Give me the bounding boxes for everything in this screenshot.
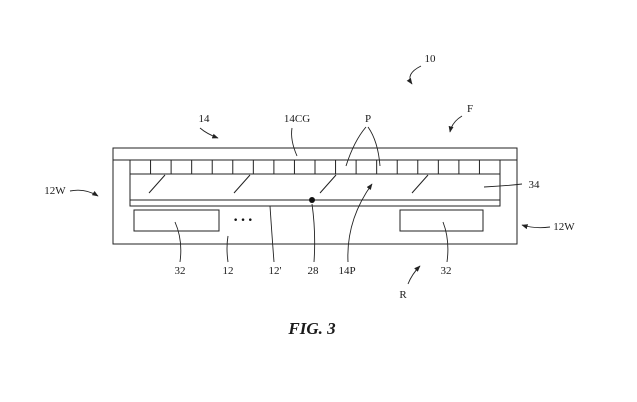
component-right-box [399, 209, 484, 232]
reference-labels: 10 F 14 14CG P 12W 34 12W 32 12 12' 28 1… [44, 53, 575, 301]
leader-F [448, 115, 463, 133]
leader-P-left [345, 126, 367, 167]
component-left-box [133, 209, 220, 232]
leader-32-right [442, 221, 449, 263]
point-28-dot [309, 197, 315, 203]
leader-10 [406, 65, 422, 85]
label-12: 12 [223, 265, 234, 277]
leader-28 [311, 203, 316, 263]
label-F: F [467, 103, 473, 115]
label-12-prime: 12' [269, 265, 282, 277]
device-body: ••• [112, 147, 518, 245]
leader-R [407, 265, 421, 285]
figure-caption: FIG. 3 [287, 319, 336, 338]
leader-lines [69, 65, 551, 285]
leader-12-prime [269, 205, 275, 263]
leader-14 [199, 127, 219, 139]
substrate-hatch-line [233, 174, 251, 194]
leader-12W-left [69, 189, 99, 197]
label-R: R [399, 289, 407, 301]
leader-32-left [174, 221, 182, 263]
leader-12W-right [521, 224, 551, 230]
label-28: 28 [308, 265, 320, 277]
label-14: 14 [199, 113, 211, 125]
substrate-hatch-line [319, 174, 337, 194]
substrate-hatch-line [148, 174, 166, 194]
label-34: 34 [529, 179, 541, 191]
pixel-dividers [150, 160, 480, 174]
label-14P: 14P [338, 265, 355, 277]
ellipsis-dots: ••• [233, 216, 255, 226]
label-14CG: 14CG [284, 113, 310, 125]
label-12W-left: 12W [44, 185, 66, 197]
leader-34 [483, 183, 523, 188]
leader-14CG [291, 127, 298, 157]
label-10: 10 [425, 53, 437, 65]
leader-P-right [367, 126, 381, 167]
label-32-left: 32 [175, 265, 186, 277]
leader-12 [226, 235, 229, 263]
substrate-hatches [148, 174, 429, 194]
label-12W-right: 12W [553, 221, 575, 233]
leader-14P [347, 183, 373, 263]
label-32-right: 32 [441, 265, 452, 277]
label-P: P [365, 113, 371, 125]
substrate-hatch-line [411, 174, 429, 194]
